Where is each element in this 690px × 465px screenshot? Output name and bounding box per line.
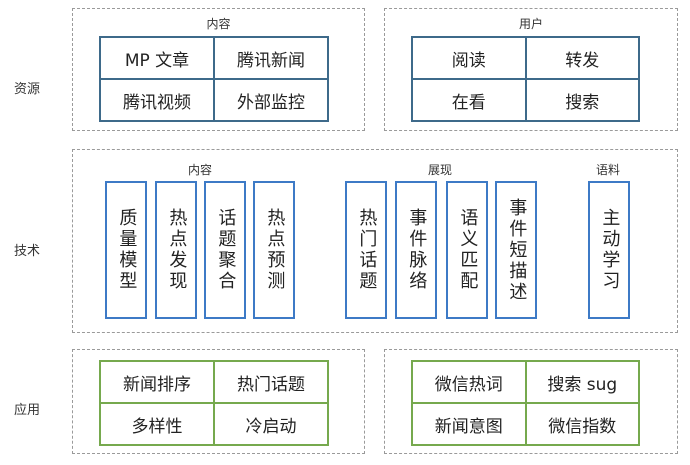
resource-cell-tencent-news: 腾讯新闻 <box>213 36 329 80</box>
app-cell-wechat-hot-words: 微信热词 <box>411 360 527 404</box>
tech-event-short-desc: 事件短描述 <box>495 181 537 319</box>
row-label-apps: 应用 <box>14 403 41 418</box>
tech-quality-model: 质量模型 <box>105 181 147 319</box>
resources-user-panel <box>384 8 678 131</box>
resources-user-title: 用户 <box>518 17 543 31</box>
tech-active-learning: 主动学习 <box>588 181 630 319</box>
user-cell-read: 阅读 <box>411 36 527 80</box>
tech-hotspot-discovery: 热点发现 <box>155 181 197 319</box>
tech-semantic-match: 语义匹配 <box>446 181 488 319</box>
resource-cell-mp-articles: MP 文章 <box>99 36 215 80</box>
resource-cell-external-monitoring: 外部监控 <box>213 78 329 122</box>
tech-hotspot-prediction: 热点预测 <box>253 181 295 319</box>
apps-right-grid: 微信热词 搜索 sug 新闻意图 微信指数 <box>411 360 640 446</box>
row-label-tech: 技术 <box>14 244 41 259</box>
resources-content-grid: MP 文章 腾讯新闻 腾讯视频 外部监控 <box>99 36 329 122</box>
apps-left-panel <box>72 349 365 454</box>
resource-cell-tencent-video: 腾讯视频 <box>99 78 215 122</box>
resources-user-grid: 阅读 转发 在看 搜索 <box>411 36 640 122</box>
tech-corpus-title: 语料 <box>595 163 620 177</box>
app-cell-wechat-index: 微信指数 <box>524 402 640 446</box>
row-label-resources: 资源 <box>14 82 41 97</box>
tech-content-title: 内容 <box>187 163 212 177</box>
tech-event-timeline: 事件脉络 <box>395 181 437 319</box>
apps-left-grid: 新闻排序 热门话题 多样性 冷启动 <box>99 360 329 446</box>
user-cell-forward: 转发 <box>524 36 640 80</box>
app-cell-search-sug: 搜索 sug <box>524 360 640 404</box>
resources-content-panel <box>72 8 365 131</box>
tech-topic-aggregation: 话题聚合 <box>204 181 246 319</box>
app-cell-hot-topics: 热门话题 <box>213 360 329 404</box>
apps-right-panel <box>384 349 678 454</box>
app-cell-news-intent: 新闻意图 <box>411 402 527 446</box>
app-cell-diversity: 多样性 <box>99 402 215 446</box>
user-cell-search: 搜索 <box>524 78 640 122</box>
user-cell-watching: 在看 <box>411 78 527 122</box>
app-cell-cold-start: 冷启动 <box>213 402 329 446</box>
tech-hot-topics: 热门话题 <box>345 181 387 319</box>
tech-panel <box>72 149 678 333</box>
app-cell-news-ranking: 新闻排序 <box>99 360 215 404</box>
resources-content-title: 内容 <box>206 17 231 31</box>
tech-display-title: 展现 <box>427 163 452 177</box>
